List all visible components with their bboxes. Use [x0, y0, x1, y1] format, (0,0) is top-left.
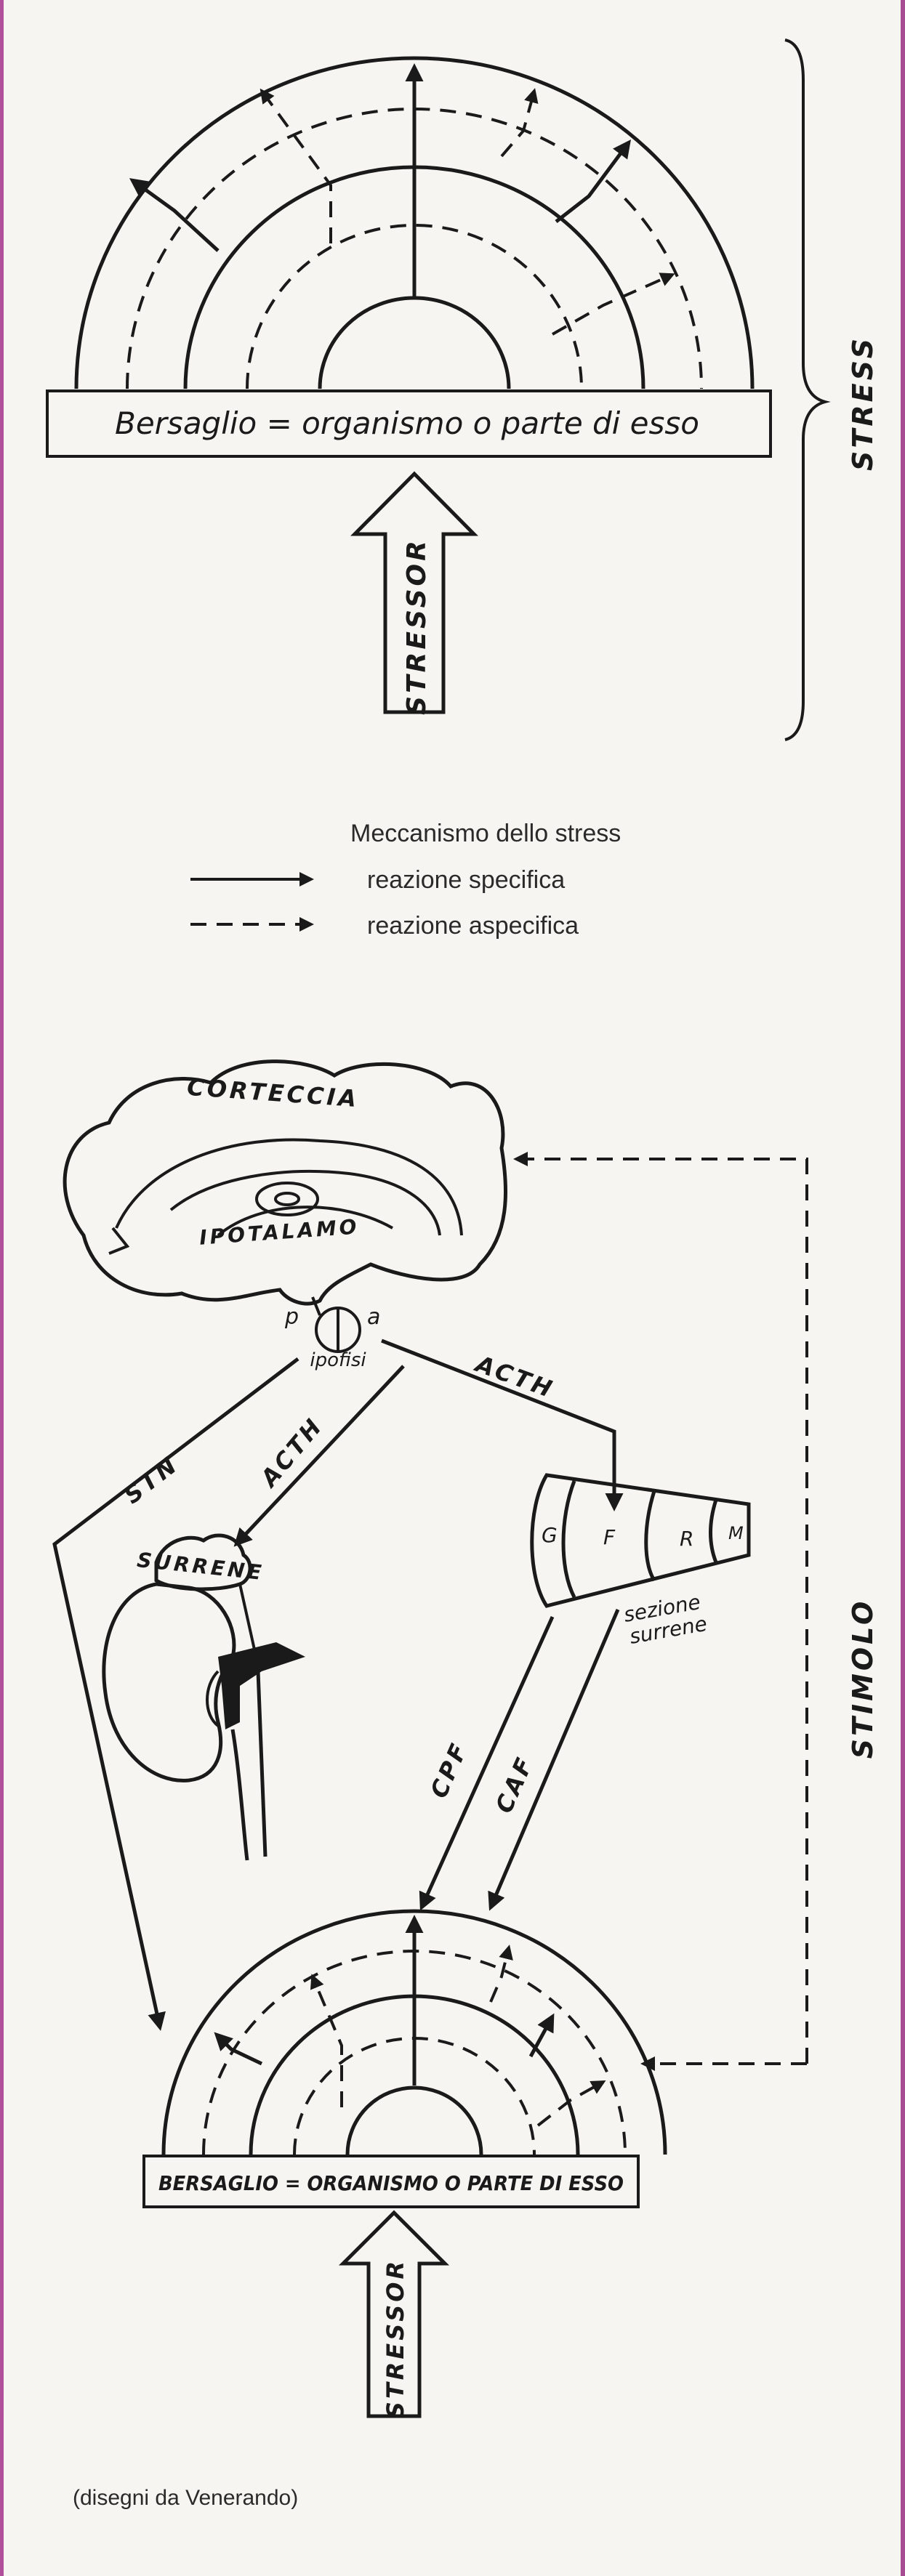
top-arrow-dashed-upper-right — [500, 88, 539, 158]
cpf-arrow — [419, 1615, 555, 1911]
section-m-label: M — [728, 1523, 744, 1543]
adrenal-kidney-drawing — [102, 1533, 305, 1861]
top-arrow-solid-left — [129, 178, 220, 252]
acth-arrow-to-adrenal — [233, 1365, 405, 1547]
section-divider-f — [644, 1490, 656, 1582]
stimulus-loop-arrow-top — [513, 1152, 808, 2064]
legend: Meccanismo dello stress reazione specifi… — [190, 820, 621, 940]
top-stressor-arrow — [350, 471, 478, 714]
top-ring-inner — [318, 296, 511, 389]
top-arrow-dashed-left — [260, 88, 332, 243]
bottom-ring-outer — [161, 1909, 667, 2155]
stimulus-label: STIMOLO — [847, 1599, 879, 1759]
kidney-hilum — [206, 1670, 220, 1727]
stress-brace-label: STRESS — [847, 336, 879, 471]
credit-text: (disegni da Venerando) — [73, 2486, 298, 2510]
bottom-target-diagram: BERSAGLIO = ORGANISMO O PARTE DI ESSO ST… — [142, 1909, 667, 2418]
bottom-arrow-solid-left — [214, 2032, 263, 2066]
pituitary-a-label: a — [367, 1304, 380, 1330]
legend-aspecific-label: reazione aspecifica — [367, 912, 579, 940]
acth-left-label: ACTH — [254, 1412, 329, 1493]
bottom-arrow-dashed-lower-right — [536, 2080, 606, 2127]
kidney-outline — [102, 1582, 236, 1782]
stn-arrow — [52, 1357, 299, 2031]
acth-arrow-to-section — [381, 1339, 624, 1511]
top-stressor-label: STRESSOR — [402, 538, 432, 715]
bottom-arrow-dashed-upper-right — [489, 1945, 513, 2003]
adrenal-vessel — [238, 1583, 256, 1650]
brain-outline — [63, 1059, 508, 1306]
section-divider-g — [561, 1480, 576, 1599]
thalamus-ellipse — [255, 1182, 319, 1216]
bottom-target-label: BERSAGLIO = ORGANISMO O PARTE DI ESSO — [158, 2171, 624, 2195]
ureter — [230, 1729, 249, 1861]
cpf-label: CPF — [425, 1737, 474, 1802]
section-outline — [530, 1473, 751, 1608]
bottom-ring-inner — [345, 2086, 483, 2155]
stn-label: STN — [119, 1450, 184, 1509]
bottom-stressor-arrow — [338, 2210, 450, 2418]
pituitary-p-label: p — [284, 1304, 299, 1330]
pituitary-label: ipofisi — [310, 1349, 366, 1371]
corpus-callosum — [217, 1206, 393, 1237]
top-arrow-dashed-lower-right — [552, 272, 675, 336]
brain-drawing — [63, 1059, 508, 1353]
top-target-label: Bersaglio = organismo o parte di esso — [115, 405, 699, 441]
adrenal-section-drawing — [530, 1473, 751, 1608]
bottom-arrow-solid-right — [528, 2013, 555, 2058]
section-g-label: G — [542, 1523, 558, 1547]
stress-brace — [784, 39, 831, 741]
cortex-label: CORTECCIA — [186, 1073, 360, 1113]
bottom-stressor-label: STRESSOR — [382, 2258, 409, 2418]
hypothalamus-label: IPOTALAMO — [198, 1214, 360, 1249]
bottom-arrow-dashed-left — [310, 1974, 343, 2107]
brain-notch-left — [108, 1227, 130, 1255]
cortex-fold-inner — [169, 1170, 441, 1236]
adrenal-gland-outline — [154, 1533, 252, 1591]
top-target-diagram: Bersaglio = organismo o parte di esso ST… — [46, 39, 879, 741]
section-r-label: R — [680, 1527, 693, 1551]
cortex-fold — [115, 1138, 463, 1236]
top-arrow-solid-right — [555, 139, 631, 223]
top-ring-dashed-inner — [246, 224, 583, 389]
section-divider-r — [709, 1499, 718, 1563]
top-ring-outer — [74, 56, 755, 389]
thalamus-core — [274, 1192, 300, 1206]
legend-specific-label: reazione specifica — [367, 866, 565, 894]
top-target-box — [46, 389, 772, 458]
vena-cava — [256, 1671, 268, 1857]
bottom-target-box — [142, 2155, 640, 2208]
pituitary-stalk — [311, 1296, 321, 1316]
legend-title: Meccanismo dello stress — [350, 820, 621, 847]
caf-arrow — [488, 1609, 620, 1911]
renal-vessels — [218, 1642, 305, 1729]
section-f-label: F — [603, 1525, 616, 1549]
acth-top-label: ACTH — [470, 1349, 558, 1404]
